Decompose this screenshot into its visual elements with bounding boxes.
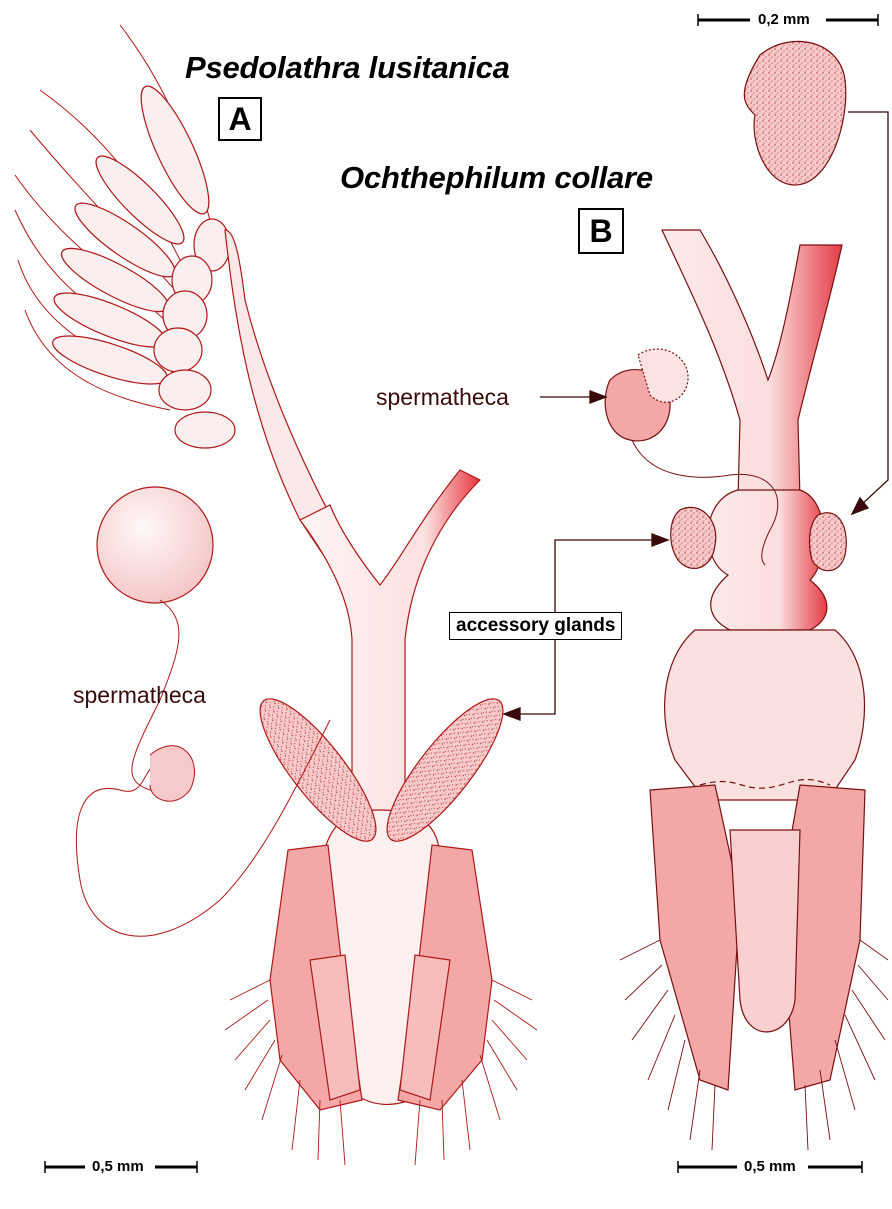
inset-gland-b: [744, 41, 845, 185]
sternite-b: [730, 830, 800, 1032]
spermatheca-label-b: spermatheca: [376, 384, 509, 411]
follicles-a: [48, 79, 235, 448]
bursa-b: [665, 630, 865, 800]
common-oviduct-b: [708, 490, 827, 630]
accessory-gland-b-left: [671, 507, 716, 568]
panel-a-drawing: [15, 25, 537, 1165]
coxite-b-left: [650, 785, 740, 1090]
spermatheca-label-a: spermatheca: [73, 682, 206, 709]
accessory-glands-label: accessory glands: [449, 612, 622, 640]
oviduct-b: [662, 230, 842, 500]
spermatheca-sphere-a: [97, 487, 213, 603]
species-title-a: Psedolathra lusitanica: [185, 50, 510, 86]
spermathecal-coil-a: [150, 746, 194, 802]
scale-bar-label-b: 0,5 mm: [744, 1158, 796, 1175]
scale-bar-label-a: 0,5 mm: [92, 1158, 144, 1175]
accessory-gland-b-right: [810, 513, 847, 571]
panel-b-drawing: [605, 41, 888, 1150]
inset-scale-bar-label-b: 0,2 mm: [758, 11, 810, 28]
panel-letter-b: B: [578, 208, 624, 254]
species-title-b: Ochthephilum collare: [340, 160, 653, 196]
panel-letter-a: A: [218, 97, 262, 141]
